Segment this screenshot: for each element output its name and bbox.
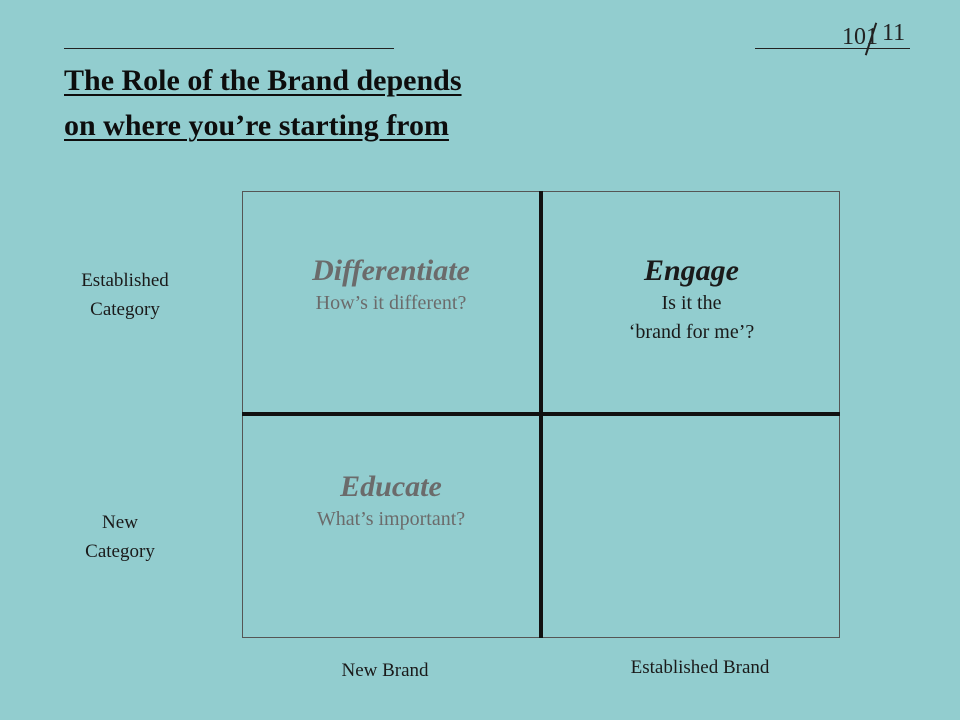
cell-engage: Engage Is it the ‘brand for me’? bbox=[543, 253, 840, 347]
row-label-new-category: New Category bbox=[55, 508, 185, 566]
page-title: The Role of the Brand depends on where y… bbox=[64, 58, 624, 148]
cell-differentiate: Differentiate How’s it different? bbox=[242, 253, 540, 318]
matrix-horizontal-divider bbox=[242, 412, 840, 416]
row-label-established-category: Established Category bbox=[60, 266, 190, 324]
logo: 101 11 bbox=[842, 20, 912, 56]
title-line-1: The Role of the Brand depends bbox=[64, 64, 462, 97]
cell-subtitle: How’s it different? bbox=[315, 292, 467, 314]
row-label-top-line-1: Established bbox=[81, 270, 169, 291]
logo-right-text: 11 bbox=[882, 20, 906, 46]
row-label-bottom-line-2: Category bbox=[85, 541, 155, 562]
logo-rule bbox=[755, 48, 910, 49]
col-label-established-brand: Established Brand bbox=[630, 657, 770, 678]
title-line-2: on where you’re starting from bbox=[64, 109, 449, 142]
title-rule bbox=[64, 48, 394, 49]
cell-subtitle-line-2: ‘brand for me’? bbox=[628, 321, 755, 343]
cell-subtitle: What’s important? bbox=[316, 508, 466, 530]
cell-heading: Differentiate bbox=[312, 254, 470, 287]
cell-educate: Educate What’s important? bbox=[242, 469, 540, 534]
row-label-top-line-2: Category bbox=[90, 299, 160, 320]
cell-subtitle-line-1: Is it the bbox=[661, 292, 722, 314]
cell-heading: Engage bbox=[643, 254, 739, 287]
row-label-bottom-line-1: New bbox=[102, 512, 138, 533]
col-label-new-brand: New Brand bbox=[341, 660, 429, 681]
cell-heading: Educate bbox=[340, 470, 442, 503]
